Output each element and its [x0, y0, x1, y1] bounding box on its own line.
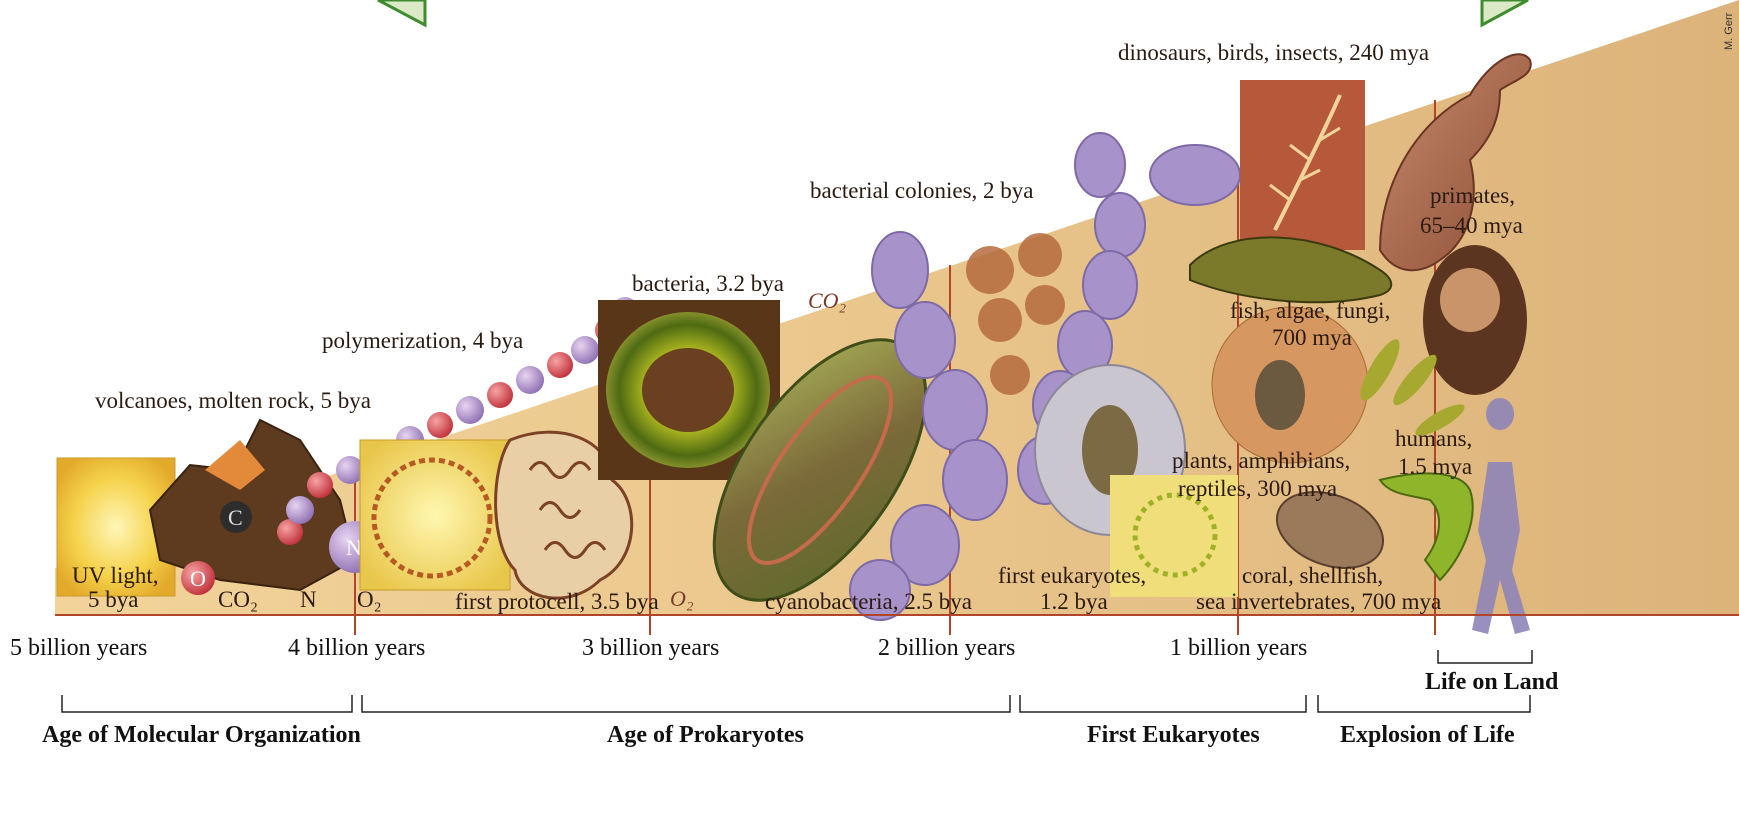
- label-uv-light-line2: 5 bya: [88, 587, 138, 612]
- artist-credit: M. Gerr: [1723, 12, 1735, 50]
- top-right-arrow-icon: [1482, 0, 1528, 25]
- tick-label-2-billion: 2 billion years: [878, 635, 1015, 661]
- age-label-life-on-land: Life on Land: [1425, 669, 1559, 695]
- label-co2: CO₂: [218, 587, 258, 612]
- label-eukaryotes-line2: 1.2 bya: [1040, 589, 1108, 614]
- age-label-first-eukaryotes: First Eukaryotes: [1087, 722, 1260, 748]
- fossil-panel: [1240, 80, 1365, 250]
- carbon-atom-label: C: [228, 505, 243, 530]
- label-dinosaurs: dinosaurs, birds, insects, 240 mya: [1118, 40, 1429, 65]
- tick-label-4-billion: 4 billion years: [288, 635, 425, 661]
- protist-icon: [1255, 360, 1305, 430]
- label-plants-line2: reptiles, 300 mya: [1178, 476, 1337, 501]
- label-bacteria: bacteria, 3.2 bya: [632, 271, 784, 296]
- primate-face: [1440, 268, 1500, 332]
- volcano-rock: [150, 420, 355, 590]
- label-eukaryotes-line1: first eukaryotes,: [998, 563, 1146, 588]
- tick-label-3-billion: 3 billion years: [582, 635, 719, 661]
- label-primates-line1: primates,: [1430, 183, 1515, 208]
- label-bacterial-colonies: bacterial colonies, 2 bya: [810, 178, 1034, 203]
- label-polymerization: polymerization, 4 bya: [322, 328, 523, 353]
- age-label-explosion-of-life: Explosion of Life: [1340, 722, 1515, 748]
- tick-label-5-billion: 5 billion years: [10, 635, 147, 661]
- label-primates-line2: 65–40 mya: [1420, 213, 1523, 238]
- label-humans-line2: 1.5 mya: [1398, 454, 1472, 479]
- label-protocell: first protocell, 3.5 bya: [455, 589, 659, 614]
- label-humans-line1: humans,: [1395, 426, 1472, 451]
- label-cyanobacteria: cyanobacteria, 2.5 bya: [765, 589, 972, 614]
- tick-label-1-billion: 1 billion years: [1170, 635, 1307, 661]
- oxygen-atom-label: O: [190, 566, 206, 591]
- label-plants-line1: plants, amphibians,: [1172, 448, 1350, 473]
- o2-mark: O₂: [670, 586, 694, 611]
- top-left-arrow-icon: [378, 0, 425, 25]
- label-volcanoes: volcanoes, molten rock, 5 bya: [95, 388, 371, 413]
- bacteria-nucleus: [642, 348, 734, 432]
- label-fish-line2: 700 mya: [1272, 325, 1352, 350]
- label-n: N: [300, 587, 317, 612]
- co2-mark: CO₂: [808, 288, 847, 313]
- label-fish-line1: fish, algae, fungi,: [1230, 298, 1390, 323]
- label-uv-light-line1: UV light,: [72, 563, 158, 588]
- label-coral-line1: coral, shellfish,: [1242, 563, 1383, 588]
- age-label-molecular-organization: Age of Molecular Organization: [42, 722, 361, 748]
- label-o2: O₂: [357, 587, 382, 612]
- age-brackets: [62, 650, 1532, 712]
- age-label-prokaryotes: Age of Prokaryotes: [607, 722, 804, 748]
- label-coral-line2: sea invertebrates, 700 mya: [1196, 589, 1441, 614]
- bacterial-filament-3: [1150, 145, 1240, 205]
